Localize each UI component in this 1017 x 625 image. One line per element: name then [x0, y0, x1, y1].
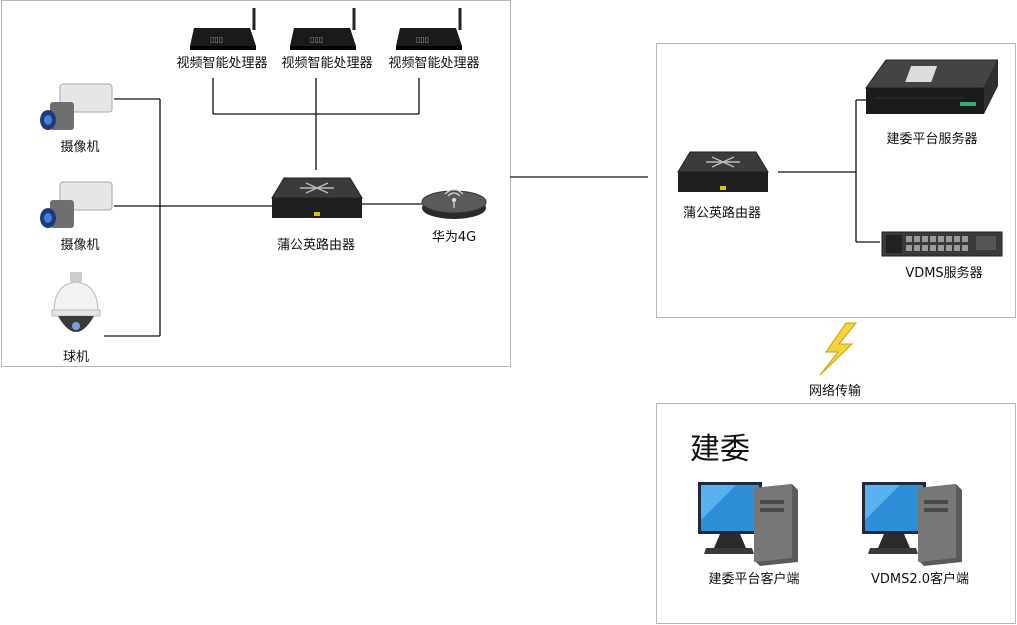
- server-room-router-label: 蒲公英路由器: [682, 206, 762, 221]
- video-processor-3: ▯▯▯: [394, 6, 466, 52]
- camera-label-1: 摄像机: [60, 140, 100, 155]
- vdms-server-label: VDMS服务器: [905, 266, 983, 281]
- platform-client-label: 建委平台客户端: [708, 572, 800, 587]
- huawei-4g-device: [421, 186, 487, 220]
- site-router: [270, 176, 364, 222]
- svg-text:▯▯▯: ▯▯▯: [310, 35, 323, 44]
- router-icon: [271, 177, 363, 218]
- rack-server-icon: [881, 231, 1003, 257]
- camera-icon: [40, 181, 113, 228]
- svg-text:▯▯▯: ▯▯▯: [210, 35, 223, 44]
- client-room-title: 建委: [690, 432, 750, 467]
- camera-icon: [40, 83, 113, 130]
- dome-camera-label: 球机: [62, 350, 90, 365]
- platform-server: [864, 58, 999, 120]
- router-icon: [677, 151, 769, 192]
- platform-server-label: 建委平台服务器: [886, 132, 978, 147]
- lightning-icon: [816, 322, 858, 376]
- vdms-client-label: VDMS2.0客户端: [870, 572, 970, 587]
- dome-camera-icon: [51, 272, 101, 332]
- video-processor-2: ▯▯▯: [288, 6, 360, 52]
- server-icon: [865, 59, 999, 114]
- computer-icon: [862, 482, 962, 566]
- camera-1: [36, 80, 116, 136]
- network-label: 网络传输: [808, 384, 862, 399]
- processor-icon: ▯▯▯: [290, 8, 356, 50]
- dome-camera: [46, 272, 106, 344]
- vdms-client-computer: [860, 480, 964, 566]
- huawei-4g-label: 华为4G: [431, 230, 477, 245]
- processor-label-3: 视频智能处理器: [388, 56, 480, 71]
- video-processor-1: ▯▯▯: [188, 6, 260, 52]
- server-room-router: [676, 150, 770, 196]
- processor-icon: ▯▯▯: [396, 8, 462, 50]
- svg-text:▯▯▯: ▯▯▯: [416, 35, 429, 44]
- camera-label-2: 摄像机: [60, 238, 100, 253]
- camera-2: [36, 178, 116, 234]
- computer-icon: [698, 482, 798, 566]
- platform-client-computer: [696, 480, 800, 566]
- processor-icon: ▯▯▯: [190, 8, 256, 50]
- processor-label-2: 视频智能处理器: [281, 56, 373, 71]
- 4g-antenna-icon: [421, 188, 487, 219]
- processor-label-1: 视频智能处理器: [176, 56, 268, 71]
- site-router-label: 蒲公英路由器: [276, 238, 356, 253]
- vdms-server: [880, 230, 1004, 260]
